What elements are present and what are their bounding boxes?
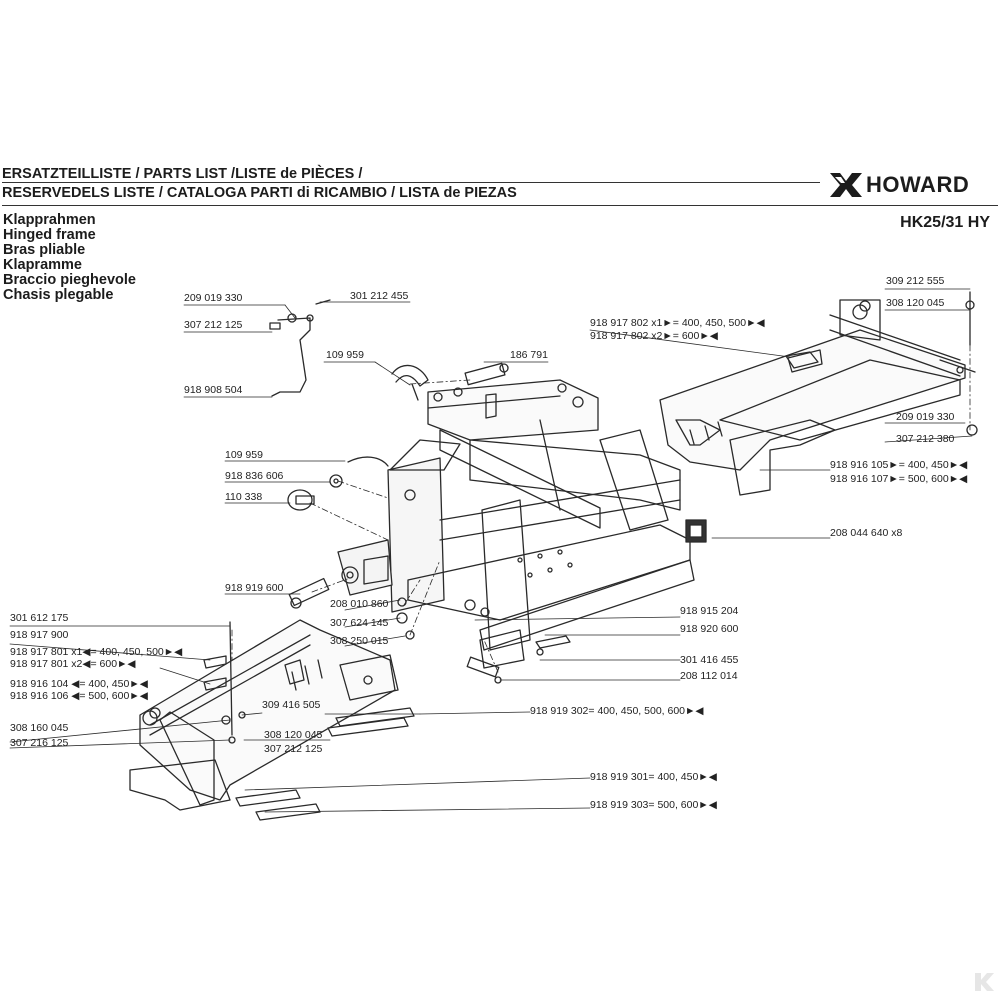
part-label: 309 416 505 xyxy=(262,699,321,711)
model-number: HK25/31 HY xyxy=(900,214,990,231)
part-label: 918 919 302= 400, 450, 500, 600►◀ xyxy=(530,705,704,717)
title-es: Chasis plegable xyxy=(3,287,114,303)
part-label: 307 212 125 xyxy=(264,743,323,755)
part-label: 208 010 860 xyxy=(330,598,389,610)
part-label: 918 917 801 x2◀= 600►◀ xyxy=(10,658,136,670)
part-label: 307 216 125 xyxy=(10,737,69,749)
part-label: 918 916 105►= 400, 450►◀ xyxy=(830,459,968,471)
part-label: 307 212 125 xyxy=(184,319,243,331)
left-frame xyxy=(129,619,399,811)
part-label: 308 120 045 xyxy=(264,729,323,741)
part-label: 307 212 380 xyxy=(896,433,955,445)
part-label: 186 791 xyxy=(510,349,548,361)
part-label: 308 160 045 xyxy=(10,722,69,734)
part-label: 918 908 504 xyxy=(184,384,243,396)
part-label: 918 917 900 xyxy=(10,629,69,641)
part-label: 918 916 104 ◀= 400, 450►◀ xyxy=(10,678,148,690)
part-label: 209 019 330 xyxy=(184,292,243,304)
part-label: 308 120 045 xyxy=(886,297,945,309)
part-label: 308 250 015 xyxy=(330,635,389,647)
header-rule-top xyxy=(2,182,820,183)
title-it: Braccio pieghevole xyxy=(3,272,136,288)
brand-name: HOWARD xyxy=(866,172,970,197)
howard-logo: HOWARD xyxy=(826,167,996,203)
part-label: 918 915 204 xyxy=(680,605,739,617)
assembly-lines xyxy=(231,344,971,673)
title-fr: Bras pliable xyxy=(3,242,86,258)
title-en: Hinged frame xyxy=(3,227,96,243)
kramp-k-icon xyxy=(975,973,994,991)
header-line-2: RESERVEDELS LISTE / CATALOGA PARTI di RI… xyxy=(2,185,517,201)
right-frame xyxy=(659,299,976,496)
part-label: 209 019 330 xyxy=(896,411,955,423)
part-label: 110 338 xyxy=(225,491,263,503)
part-label: 918 919 600 xyxy=(225,582,284,594)
part-label: 208 044 640 x8 xyxy=(830,527,903,539)
part-label: 918 920 600 xyxy=(680,623,739,635)
part-label: 918 919 303= 500, 600►◀ xyxy=(590,799,717,811)
part-label: 208 112 014 xyxy=(680,670,738,682)
main-frame xyxy=(337,379,695,669)
part-label: 301 612 175 xyxy=(10,612,69,624)
part-label: 918 919 301= 400, 450►◀ xyxy=(590,771,717,783)
part-label: 918 916 107►= 500, 600►◀ xyxy=(830,473,968,485)
title-da: Klapramme xyxy=(3,257,82,273)
part-label: 301 416 455 xyxy=(680,654,739,666)
part-label: 918 836 606 xyxy=(225,470,284,482)
part-label: 109 959 xyxy=(326,349,364,361)
part-label: 309 212 555 xyxy=(886,275,945,287)
part-label: 109 959 xyxy=(225,449,263,461)
header-line-1: ERSATZTEILLISTE / PARTS LIST /LISTE de P… xyxy=(2,166,363,182)
part-label: 918 917 802 x2►= 600►◀ xyxy=(590,330,718,342)
title-de: Klapprahmen xyxy=(3,212,96,228)
part-label: 307 624 145 xyxy=(330,617,389,629)
part-label: 918 917 801 x1◀= 400, 450, 500►◀ xyxy=(10,646,183,658)
part-label: 918 917 802 x1►= 400, 450, 500►◀ xyxy=(590,317,765,329)
part-label: 301 212 455 xyxy=(350,290,409,302)
part-label: 918 916 106 ◀= 500, 600►◀ xyxy=(10,690,148,702)
leader-lines xyxy=(9,288,973,813)
header-rule-bottom xyxy=(2,205,998,206)
howard-logo-icon xyxy=(830,173,862,197)
